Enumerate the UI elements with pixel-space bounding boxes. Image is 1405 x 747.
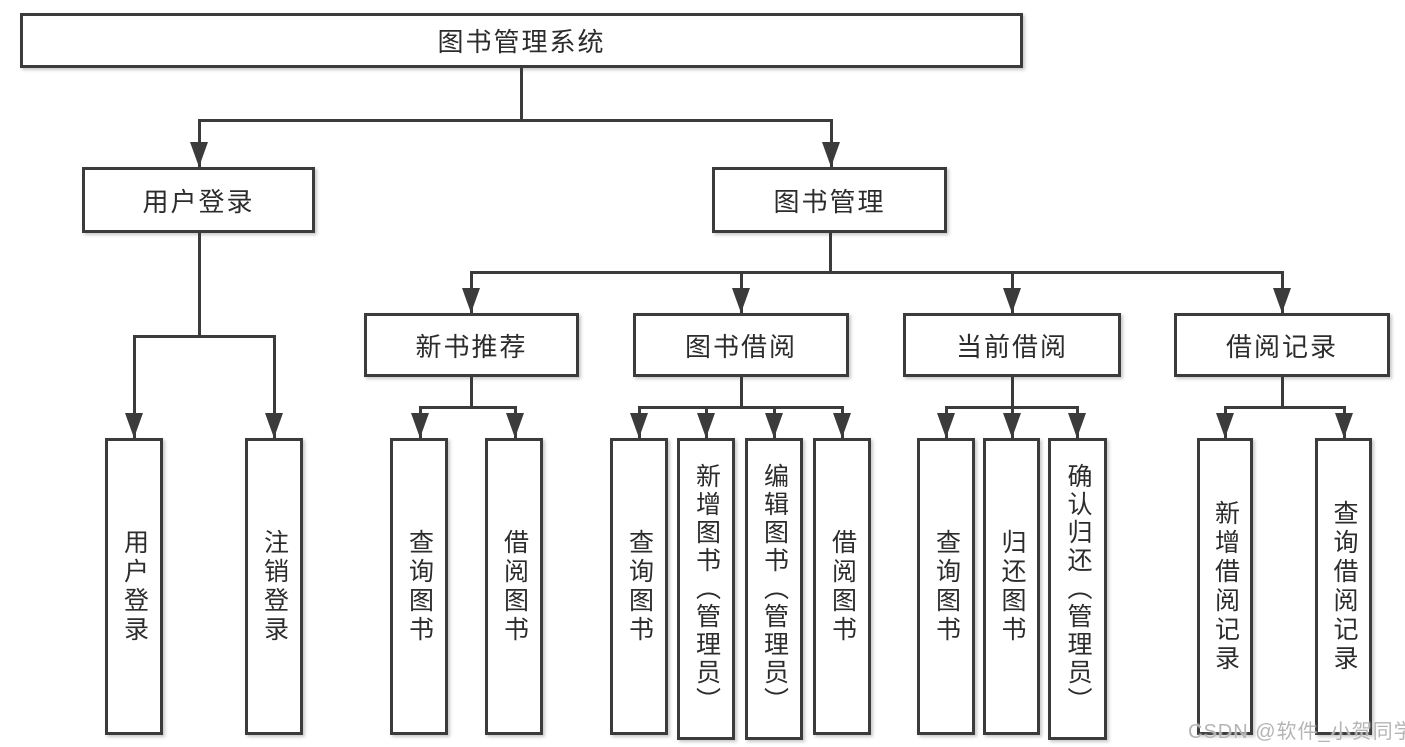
- node-leaf-query-books-borrowing: 查询图书: [610, 438, 668, 735]
- arrowhead-down-icon: [1335, 413, 1353, 438]
- arrowhead-down-icon: [732, 288, 750, 313]
- node-leaf-return-books: 归还图书: [983, 438, 1040, 735]
- node-label: 归还图书: [998, 528, 1026, 645]
- node-label: 当前借阅: [955, 331, 1068, 362]
- connector-line: [197, 118, 833, 122]
- connector-line: [1010, 377, 1014, 407]
- arrowhead-down-icon: [1003, 413, 1021, 438]
- node-leaf-query-borrow-record: 查询借阅记录: [1315, 438, 1372, 735]
- arrowhead-down-icon: [265, 413, 283, 438]
- arrowhead-down-icon: [462, 288, 480, 313]
- node-label: 新增借阅记录: [1211, 499, 1240, 674]
- node-label: 编辑图书（管理员）: [760, 463, 789, 715]
- node-user-login: 用户登录: [82, 167, 315, 233]
- node-leaf-edit-book-admin: 编辑图书（管理员）: [745, 438, 803, 740]
- node-library-management-system: 图书管理系统: [20, 13, 1023, 68]
- node-label: 用户登录: [120, 528, 149, 645]
- node-leaf-query-books-current: 查询图书: [917, 438, 975, 735]
- node-book-management: 图书管理: [712, 167, 947, 233]
- node-leaf-borrow-books-recommend: 借阅图书: [485, 438, 543, 735]
- arrowhead-down-icon: [630, 413, 648, 438]
- node-leaf-user-login: 用户登录: [105, 438, 163, 735]
- connector-line: [469, 377, 473, 407]
- node-label: 查询图书: [625, 528, 654, 645]
- node-leaf-logout: 注销登录: [245, 438, 303, 735]
- arrowhead-down-icon: [506, 413, 524, 438]
- arrowhead-down-icon: [125, 413, 143, 438]
- node-label: 确认归还（管理员）: [1064, 463, 1092, 715]
- connector-line: [1280, 377, 1284, 407]
- connector-line: [197, 233, 201, 336]
- arrowhead-down-icon: [937, 413, 955, 438]
- connector-line: [1223, 405, 1346, 409]
- node-label: 用户登录: [142, 186, 255, 217]
- csdn-watermark: CSDN @软件_小贺同学: [1188, 721, 1405, 743]
- node-label: 新书推荐: [415, 331, 528, 362]
- node-label: 查询借阅记录: [1330, 499, 1358, 674]
- arrowhead-down-icon: [697, 413, 715, 438]
- node-leaf-add-borrow-record: 新增借阅记录: [1197, 438, 1253, 735]
- arrowhead-down-icon: [1068, 413, 1086, 438]
- arrowhead-down-icon: [833, 413, 851, 438]
- arrowhead-down-icon: [1273, 288, 1291, 313]
- node-label: 图书管理系统: [437, 27, 606, 57]
- node-label: 查询图书: [932, 528, 961, 645]
- node-label: 图书管理: [773, 186, 886, 217]
- connector-line: [519, 67, 523, 120]
- node-leaf-query-books-recommend: 查询图书: [390, 438, 448, 735]
- connector-line: [739, 377, 743, 407]
- node-borrowing-records: 借阅记录: [1174, 313, 1390, 377]
- node-leaf-borrow-books-borrowing: 借阅图书: [813, 438, 871, 735]
- node-label: 借阅图书: [500, 528, 529, 645]
- arrowhead-down-icon: [765, 413, 783, 438]
- connector-line: [272, 336, 276, 438]
- node-leaf-confirm-return-admin: 确认归还（管理员）: [1048, 438, 1107, 740]
- connector-line: [637, 405, 844, 409]
- arrowhead-down-icon: [1216, 413, 1234, 438]
- node-label: 图书借阅: [684, 331, 797, 362]
- node-book-borrowing: 图书借阅: [633, 313, 849, 377]
- connector-line: [132, 336, 136, 438]
- node-label: 借阅记录: [1225, 331, 1338, 362]
- node-leaf-add-book-admin: 新增图书（管理员）: [677, 438, 735, 740]
- node-new-book-recommendation: 新书推荐: [364, 313, 579, 377]
- node-label: 借阅图书: [828, 528, 857, 645]
- node-label: 注销登录: [260, 528, 289, 645]
- arrowhead-down-icon: [1003, 288, 1021, 313]
- node-current-borrowing: 当前借阅: [903, 313, 1121, 377]
- node-label: 新增图书（管理员）: [692, 463, 721, 715]
- connector-line: [418, 405, 517, 409]
- connector-line: [828, 233, 832, 272]
- connector-line: [132, 334, 276, 338]
- arrowhead-down-icon: [411, 413, 429, 438]
- arrowhead-down-icon: [822, 142, 840, 167]
- connector-line: [469, 270, 1284, 274]
- node-label: 查询图书: [405, 528, 434, 645]
- arrowhead-down-icon: [190, 142, 208, 167]
